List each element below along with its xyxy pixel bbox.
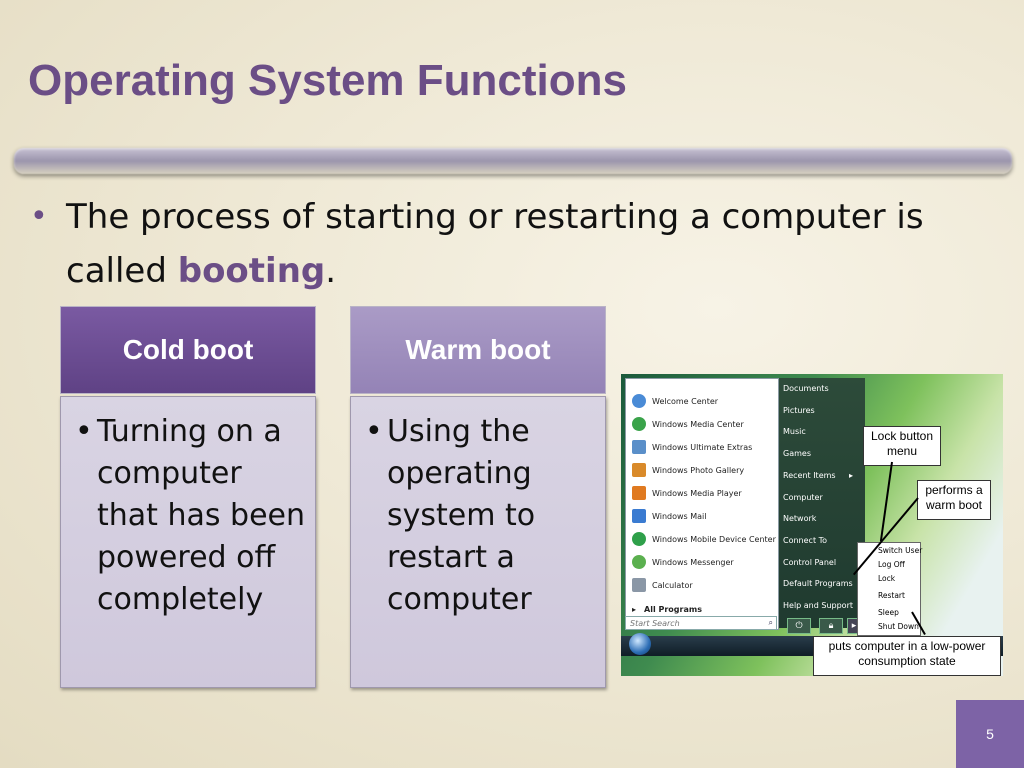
- arrow-right-icon: ▸: [849, 471, 854, 480]
- media-center-icon: [632, 417, 646, 431]
- cold-boot-card: Cold boot • Turning on a computer that h…: [60, 306, 316, 688]
- title-divider: [14, 148, 1012, 174]
- place-item: Documents: [783, 384, 829, 393]
- calculator-icon: [632, 578, 646, 592]
- cold-boot-body: • Turning on a computer that has been po…: [60, 396, 316, 688]
- bullet-text: The process of starting or restarting a …: [30, 190, 1000, 298]
- place-item: Connect To: [783, 536, 828, 545]
- start-item: Windows Media Center: [632, 414, 744, 434]
- cold-boot-text: Turning on a computer that has been powe…: [97, 414, 305, 617]
- place-item: Network: [783, 514, 817, 523]
- start-menu-programs: Welcome Center Windows Media Center Wind…: [625, 378, 779, 630]
- place-item: Help and Support: [783, 601, 853, 610]
- power-icon: ⏻: [787, 618, 811, 634]
- photo-gallery-icon: [632, 463, 646, 477]
- warm-boot-body: • Using the operating system to restart …: [350, 396, 606, 688]
- submenu-item: Sleep: [878, 608, 899, 617]
- start-item: Welcome Center: [632, 391, 718, 411]
- extras-icon: [632, 440, 646, 454]
- windows-orb-icon: [629, 633, 651, 655]
- lock-menu-callout: Lock button menu: [863, 426, 941, 466]
- warm-boot-heading: Warm boot: [350, 306, 606, 394]
- slide-title: Operating System Functions: [28, 56, 627, 105]
- start-item: Windows Ultimate Extras: [632, 437, 752, 457]
- submenu-item: Switch User: [878, 546, 923, 555]
- submenu-item: Log Off: [878, 560, 905, 569]
- mail-icon: [632, 509, 646, 523]
- submenu-item: Restart: [878, 591, 905, 600]
- warm-boot-card: Warm boot • Using the operating system t…: [350, 306, 606, 688]
- cold-boot-heading: Cold boot: [60, 306, 316, 394]
- submenu-item: Shut Down: [878, 622, 919, 631]
- media-player-icon: [632, 486, 646, 500]
- warm-boot-text: Using the operating system to restart a …: [387, 414, 536, 617]
- place-item: Music: [783, 427, 806, 436]
- arrow-right-icon: ▸: [632, 604, 637, 614]
- search-icon: ⌕: [768, 618, 773, 627]
- device-center-icon: [632, 532, 646, 546]
- lock-icon: 🔒︎: [819, 618, 843, 634]
- bullet-text-after: .: [325, 251, 337, 291]
- sleep-callout: puts computer in a low-power consumption…: [813, 636, 1001, 676]
- bullet-text-before: The process of starting or restarting a …: [66, 197, 924, 291]
- bullet-marker: •: [30, 199, 48, 234]
- place-item: Computer: [783, 493, 823, 502]
- place-item: Pictures: [783, 406, 815, 415]
- place-item: Default Programs: [783, 579, 853, 588]
- intro-bullet: • The process of starting or restarting …: [30, 190, 1000, 298]
- messenger-icon: [632, 555, 646, 569]
- page-number: 5: [956, 700, 1024, 768]
- start-menu-places: Documents Pictures Music Games Recent It…: [779, 378, 865, 628]
- all-programs: ▸All Programs: [632, 604, 702, 614]
- welcome-icon: [632, 394, 646, 408]
- start-item: Windows Photo Gallery: [632, 460, 744, 480]
- place-item: Recent Items▸: [783, 471, 854, 480]
- cold-boot-bullet: •: [75, 414, 93, 449]
- booting-term: booting: [177, 251, 326, 291]
- start-item: Windows Messenger: [632, 552, 734, 572]
- start-item: Calculator: [632, 575, 693, 595]
- place-item: Games: [783, 449, 811, 458]
- warm-boot-bullet: •: [365, 414, 383, 449]
- place-item: Control Panel: [783, 558, 837, 567]
- start-item: Windows Mobile Device Center: [632, 529, 776, 549]
- submenu-item: Lock: [878, 574, 896, 583]
- start-item: Windows Mail: [632, 506, 707, 526]
- start-item: Windows Media Player: [632, 483, 742, 503]
- start-search: Start Search⌕: [625, 616, 777, 630]
- warm-boot-callout: performs a warm boot: [917, 480, 991, 520]
- start-menu-screenshot: Welcome Center Windows Media Center Wind…: [621, 374, 1003, 676]
